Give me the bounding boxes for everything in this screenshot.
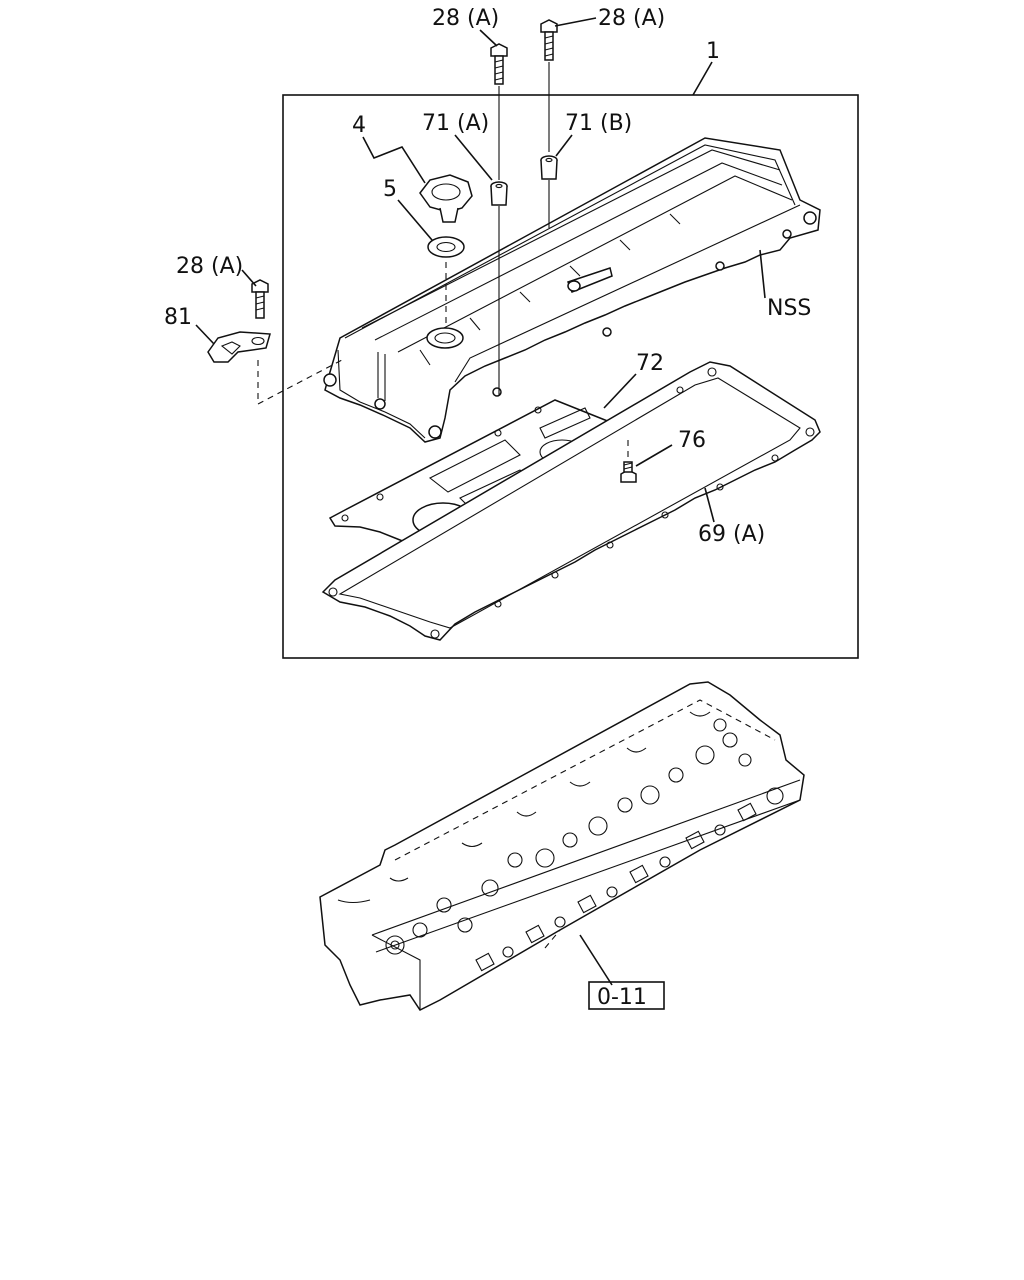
label-72: 72: [636, 351, 664, 376]
label-28a-clip: 28 (A): [176, 254, 243, 279]
bolt-28a-right: [540, 19, 558, 61]
label-69a: 69 (A): [698, 522, 765, 547]
label-5: 5: [383, 177, 397, 202]
label-81: 81: [164, 305, 192, 330]
leader-28a-left: [479, 29, 498, 47]
axis-clip: [257, 359, 343, 405]
label-nss: NSS: [767, 296, 811, 321]
label-76: 76: [678, 428, 706, 453]
label-1: 1: [706, 39, 720, 64]
head-cover: [323, 137, 821, 443]
cap-seal: [427, 236, 465, 258]
leader-1: [692, 61, 713, 96]
label-28a-top-right: 28 (A): [598, 6, 665, 31]
leader-71b: [555, 134, 573, 157]
leader-28a-clip: [241, 269, 257, 287]
bolt-28a-left: [490, 43, 508, 85]
assembly-frame: [282, 94, 859, 659]
leader-76: [635, 444, 673, 467]
leader-72: [603, 373, 637, 409]
reference-box[interactable]: [588, 981, 665, 1010]
cylinder-head: [319, 681, 805, 1011]
grommet-71b: [540, 155, 558, 180]
bolt-28a-clip: [251, 279, 269, 319]
leader-0-11: [579, 934, 613, 986]
leader-71a: [454, 134, 493, 181]
leader-69a: [704, 487, 715, 523]
label-28a-top-left: 28 (A): [432, 6, 499, 31]
leader-81: [195, 324, 215, 345]
clip-81: [207, 331, 271, 363]
leader-nss: [759, 249, 766, 299]
leader-5: [397, 199, 433, 241]
leader-28a-right: [554, 17, 597, 27]
leader-4: [362, 136, 426, 184]
gasket: [321, 361, 821, 641]
label-71b: 71 (B): [565, 111, 632, 136]
oil-filler-cap: [419, 174, 473, 223]
grommet-71a: [490, 181, 508, 206]
label-0-11: 0-11: [597, 985, 647, 1010]
label-4: 4: [352, 113, 366, 138]
label-71a: 71 (A): [422, 111, 489, 136]
bolt-76: [620, 461, 637, 483]
